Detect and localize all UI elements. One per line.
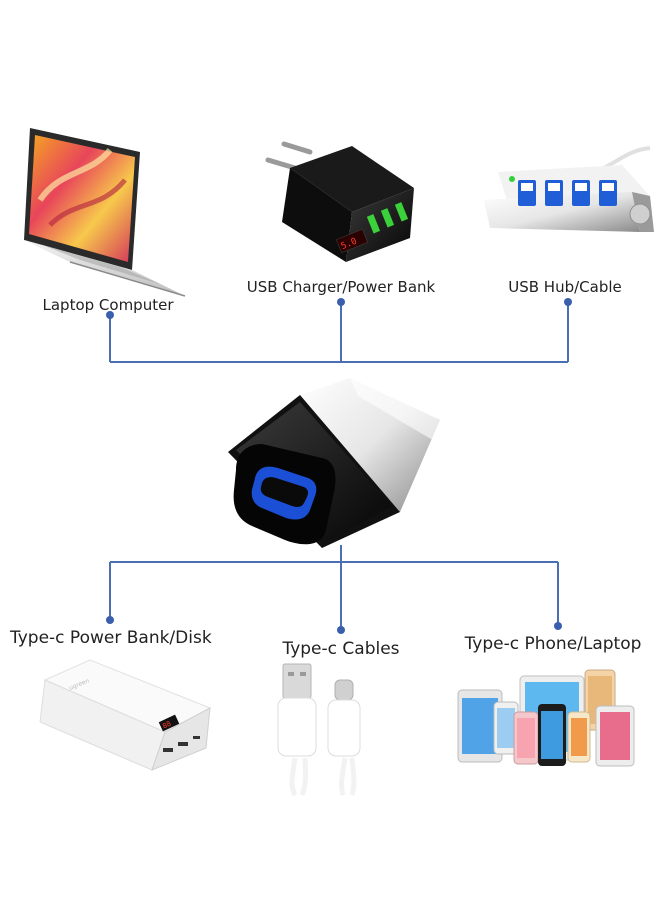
usb-hub-image (484, 146, 654, 232)
dot-powerbank (106, 616, 114, 624)
label-typec-cables: Type-c Cables (282, 639, 400, 659)
devices-image (457, 669, 635, 767)
dot-laptop (106, 311, 114, 319)
adapter-image (228, 378, 440, 548)
label-laptop-computer: Laptop Computer (42, 296, 174, 314)
dot-charger (337, 298, 345, 306)
svg-text:88: 88 (161, 720, 172, 731)
label-usb-hub: USB Hub/Cable (508, 278, 622, 296)
label-usb-charger: USB Charger/Power Bank (246, 278, 436, 296)
bottom-connector (109, 545, 559, 630)
dot-cables (337, 626, 345, 634)
dot-phone (554, 622, 562, 630)
powerbank-image: 88 ugreen (39, 659, 212, 771)
top-connector (109, 302, 569, 363)
charger-image: 5.0 (265, 141, 414, 262)
cables-image (277, 663, 361, 797)
dot-hub (564, 298, 572, 306)
label-typec-phone-laptop: Type-c Phone/Laptop (464, 634, 642, 654)
laptop-image (24, 128, 186, 297)
label-typec-powerbank: Type-c Power Bank/Disk (10, 628, 212, 648)
